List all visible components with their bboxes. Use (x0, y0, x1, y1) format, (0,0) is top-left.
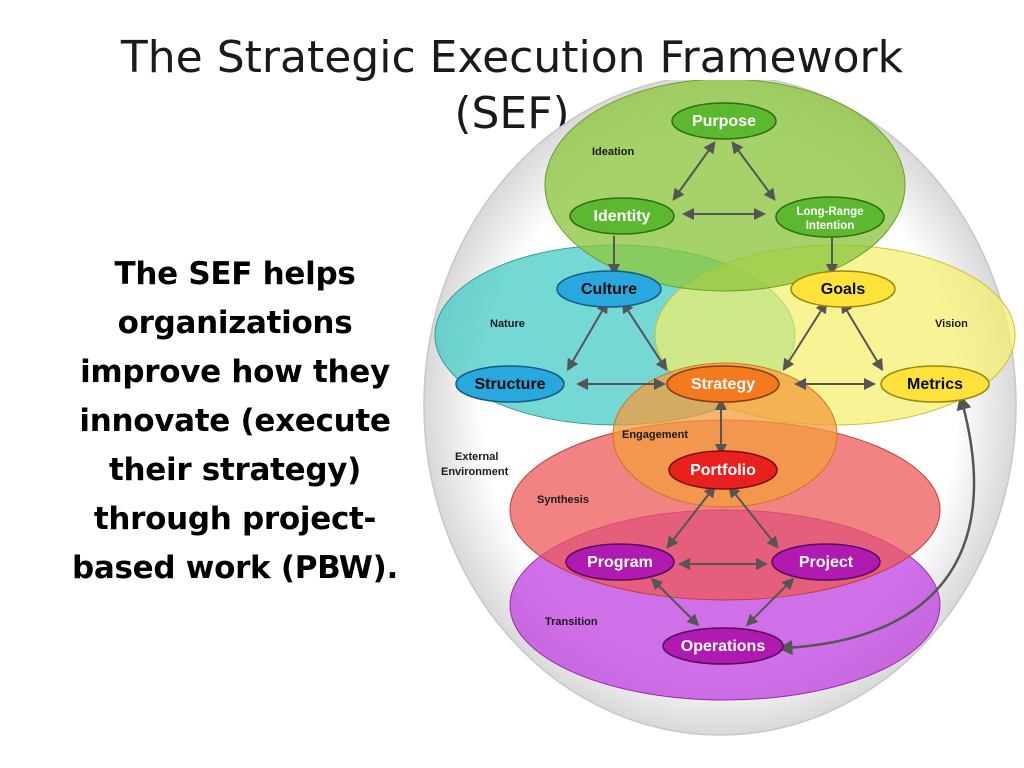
node-goals: Goals (790, 270, 896, 308)
node-label-purpose: Purpose (692, 113, 756, 130)
node-portfolio: Portfolio (668, 450, 778, 490)
node-label-portfolio: Portfolio (690, 462, 756, 479)
node-label-culture: Culture (581, 281, 637, 298)
node-label-long-range-line1: Long-Range (796, 206, 863, 218)
node-label-project: Project (799, 554, 854, 571)
sef-diagram: Ideation Nature Vision Engagement Extern… (423, 80, 1017, 736)
arrow-operations-metrics (777, 394, 976, 656)
arrow-goals-strategy (782, 300, 828, 372)
body-line: innovate (execute (79, 403, 391, 439)
body-line: through project- (93, 501, 377, 537)
region-label-ideation: Ideation (592, 146, 634, 158)
region-label-engagement: Engagement (622, 429, 688, 441)
arrow-culture-strategy (621, 300, 668, 372)
node-purpose: Purpose (671, 102, 777, 140)
arrow-purpose-identity (672, 141, 716, 201)
title-line-1: The Strategic Execution Framework (120, 32, 904, 83)
slide-title: The Strategic Execution Framework (SEF) (0, 30, 1024, 142)
body-line: improve how they (80, 354, 390, 390)
region-label-transition: Transition (545, 616, 598, 628)
node-program: Program (565, 543, 675, 581)
node-identity: Identity (569, 197, 675, 235)
body-line: based work (PBW). (71, 550, 399, 586)
title-line-2: (SEF) (454, 88, 570, 139)
arrow-program-operations (650, 577, 700, 627)
node-structure: Structure (455, 365, 565, 403)
node-label-strategy: Strategy (691, 376, 755, 393)
arrow-purpose-longrange (731, 141, 776, 201)
arrow-portfolio-program (666, 485, 716, 549)
node-strategy: Strategy (666, 365, 780, 403)
region-label-nature: Nature (490, 318, 525, 330)
body-text: The SEF helps organizations improve how … (40, 250, 430, 593)
region-label-synthesis: Synthesis (537, 494, 589, 506)
arrow-culture-structure (566, 300, 609, 372)
region-label-external-line2: Environment (441, 466, 509, 478)
node-project: Project (771, 543, 881, 581)
node-label-structure: Structure (474, 376, 545, 393)
region-label-external-line1: External (455, 451, 498, 463)
arrow-portfolio-project (728, 485, 779, 549)
node-operations: Operations (662, 627, 784, 665)
body-line: The SEF helps (114, 256, 356, 292)
body-line: organizations (117, 305, 353, 341)
node-label-long-range-line2: Intention (806, 220, 855, 232)
arrow-goals-metrics (840, 300, 884, 372)
node-label-goals: Goals (821, 281, 866, 298)
region-label-vision: Vision (935, 318, 968, 330)
node-metrics: Metrics (880, 365, 990, 403)
node-label-program: Program (587, 554, 653, 571)
ideation-ellipse (544, 80, 906, 292)
body-line: their strategy) (108, 452, 361, 488)
node-label-operations: Operations (681, 638, 766, 655)
node-long-range-intention: Long-Range Intention (775, 196, 885, 238)
node-culture: Culture (556, 270, 662, 308)
node-label-metrics: Metrics (907, 376, 963, 393)
node-label-identity: Identity (594, 208, 651, 225)
